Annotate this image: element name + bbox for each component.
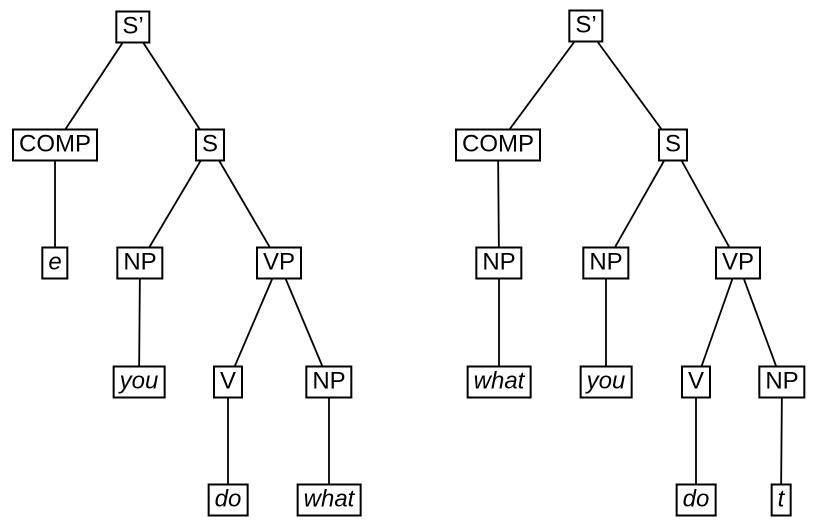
right-tree-edge-vp-np-obj bbox=[737, 262, 783, 383]
left-tree-node-vp: VP bbox=[255, 246, 303, 280]
left-tree-node-s: S bbox=[194, 128, 226, 162]
right-tree-node-what: what bbox=[466, 365, 532, 399]
left-tree-edge-s-np-subj bbox=[139, 144, 211, 264]
right-tree-edge-sbar-s bbox=[585, 25, 674, 146]
right-tree-node-np-obj: NP bbox=[758, 365, 806, 399]
left-tree-edge-s-vp bbox=[209, 144, 280, 264]
right-tree-node-comp: COMP bbox=[455, 128, 541, 162]
right-tree-edge-np-obj-t bbox=[780, 381, 783, 501]
left-tree-node-e: e bbox=[41, 246, 69, 280]
left-tree-edge-vp-v bbox=[227, 262, 280, 383]
left-tree-edge-sbar-comp bbox=[54, 26, 134, 146]
right-tree-node-s: S bbox=[657, 128, 689, 162]
left-tree-node-np-obj: NP bbox=[305, 365, 353, 399]
right-tree-edge-comp-np-comp bbox=[497, 144, 500, 264]
right-tree-node-do: do bbox=[675, 483, 717, 517]
left-tree-edge-sbar-s bbox=[132, 26, 211, 146]
left-tree-node-do: do bbox=[207, 483, 249, 517]
right-tree-node-sbar: S’ bbox=[568, 9, 604, 43]
left-tree-node-v: V bbox=[212, 365, 244, 399]
left-tree-node-you: you bbox=[112, 365, 166, 399]
left-tree-node-np-subj: NP bbox=[116, 246, 164, 280]
left-tree-node-what: what bbox=[296, 483, 362, 517]
right-tree-edge-sbar-comp bbox=[497, 25, 587, 146]
right-tree-edge-vp-v bbox=[695, 262, 739, 383]
left-tree-node-comp: COMP bbox=[12, 128, 98, 162]
right-tree-node-np-comp: NP bbox=[475, 246, 523, 280]
right-tree-node-np-subj: NP bbox=[582, 246, 630, 280]
left-tree-node-sbar: S’ bbox=[115, 10, 151, 44]
right-tree-node-vp: VP bbox=[714, 246, 762, 280]
right-tree-node-you: you bbox=[579, 365, 633, 399]
right-tree-edge-s-np-subj bbox=[605, 144, 674, 264]
left-tree-edge-np-subj-you bbox=[138, 262, 141, 383]
right-tree-edge-s-vp bbox=[672, 144, 739, 264]
right-tree-node-v: V bbox=[680, 365, 712, 399]
right-tree-node-t: t bbox=[770, 483, 792, 517]
left-tree-edge-vp-np-obj bbox=[278, 262, 330, 383]
